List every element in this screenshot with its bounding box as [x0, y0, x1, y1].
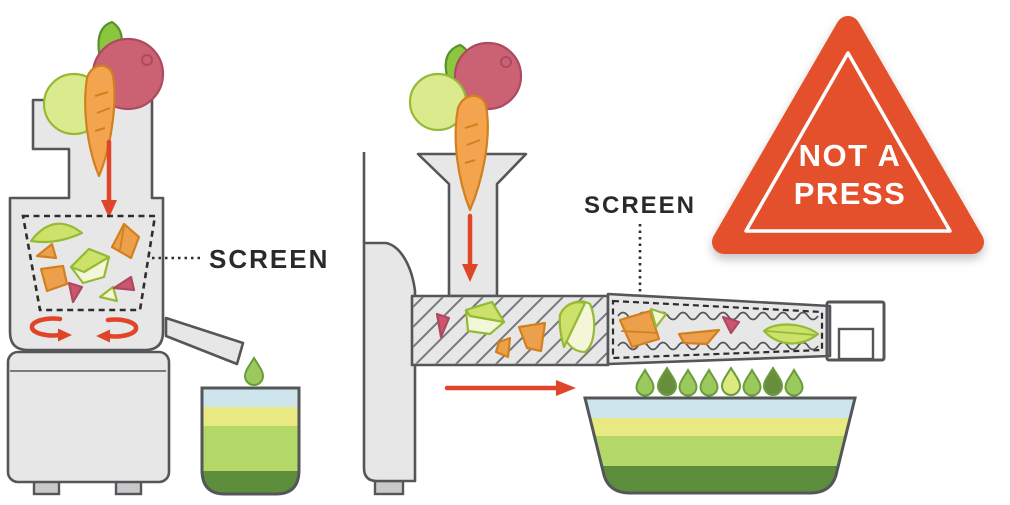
- cup-outline: [200, 386, 301, 496]
- juice-layer: [585, 418, 855, 436]
- screen-label-right: SCREEN: [584, 192, 696, 219]
- juice-layer: [202, 388, 299, 407]
- auger-chamber: [410, 294, 610, 367]
- juice-bowl: [583, 396, 857, 495]
- rotation-arrow-left: [29, 316, 72, 342]
- fruit-piece: [649, 307, 668, 329]
- beet-highlight: [141, 54, 153, 66]
- fruit-piece: [677, 328, 721, 346]
- piece-line: [119, 225, 125, 251]
- pulp-pieces: [29, 222, 141, 304]
- fruit-piece: [762, 323, 820, 345]
- juice-layer: [202, 407, 299, 426]
- screen-basket-outline: [21, 214, 157, 312]
- feed-arrow-down: [462, 213, 478, 282]
- carrot-lines: [94, 91, 111, 132]
- cup-layers: [202, 388, 299, 494]
- carrot-lines: [464, 123, 481, 164]
- juice-drop-icon: [784, 368, 804, 397]
- juice-drop-icon: [678, 368, 698, 397]
- arrowhead: [58, 328, 72, 342]
- fruit-piece: [494, 336, 512, 359]
- juice-layer: [585, 398, 855, 418]
- screen-tube: [606, 292, 832, 366]
- piece-line: [765, 330, 816, 336]
- juice-drops: [635, 366, 804, 397]
- juice-spout: [164, 316, 245, 366]
- fruit-piece: [517, 321, 547, 353]
- arrowhead: [96, 329, 110, 343]
- cap-inner-square: [837, 327, 875, 361]
- bowl-outline: [583, 396, 857, 495]
- end-cap: [825, 300, 886, 362]
- screen-dashed-outline: [611, 299, 824, 360]
- juicer-base: [6, 350, 171, 484]
- arrowhead: [462, 264, 478, 282]
- fruit-piece: [435, 312, 451, 339]
- fruit-piece: [618, 309, 661, 349]
- fruit-piece: [67, 281, 84, 304]
- masticating-juicer: [362, 41, 886, 496]
- centrifugal-juicer: [6, 20, 301, 496]
- piece-line: [620, 330, 659, 334]
- juice-layer: [202, 471, 299, 494]
- fruit-piece-facet: [464, 300, 506, 324]
- triangle-inner-border: [744, 51, 952, 233]
- beet-icon: [453, 41, 523, 111]
- juicer-bowl-body: [8, 98, 165, 352]
- juice-layer: [202, 426, 299, 471]
- fruit-piece: [110, 222, 141, 260]
- feed-arrow-down: [101, 139, 117, 218]
- juice-drop-icon: [720, 366, 742, 396]
- warning-text-line1: NOT A: [799, 138, 902, 173]
- carrot-icon: [454, 94, 489, 212]
- beet-highlight: [500, 56, 512, 68]
- juice-drop-icon: [243, 356, 265, 386]
- fruit-group: [408, 41, 523, 212]
- arrowhead: [101, 200, 117, 218]
- fruit-piece: [112, 275, 136, 292]
- warning-triangle-icon: [712, 16, 984, 254]
- juice-layer: [585, 436, 855, 466]
- juice-drop-icon: [656, 366, 678, 396]
- warning-text-line2: PRESS: [794, 176, 907, 211]
- fruit-piece: [98, 285, 119, 303]
- juice-layer: [585, 466, 855, 493]
- fruit-piece-facet: [558, 301, 587, 349]
- rotation-arrow-right: [96, 317, 139, 343]
- motor-column: [362, 241, 417, 483]
- fruit-piece: [29, 222, 84, 244]
- fruit-piece: [721, 315, 741, 335]
- fruit-piece: [35, 242, 58, 260]
- fruit-piece-facet: [69, 247, 111, 274]
- juice-drop-icon: [762, 366, 784, 396]
- bowl-layers: [585, 398, 855, 493]
- arrowhead: [556, 380, 576, 396]
- juice-drop-icon: [635, 368, 655, 397]
- juice-cup: [200, 386, 301, 496]
- juice-drop-icon: [699, 368, 719, 397]
- not-a-press-sign: NOT A PRESS: [712, 16, 984, 254]
- screen-label-left: SCREEN: [209, 244, 329, 274]
- juicer-foot: [373, 479, 405, 496]
- fruit-piece: [39, 264, 69, 293]
- flow-arrow-right: [444, 380, 576, 396]
- juice-drop-icon: [742, 368, 762, 397]
